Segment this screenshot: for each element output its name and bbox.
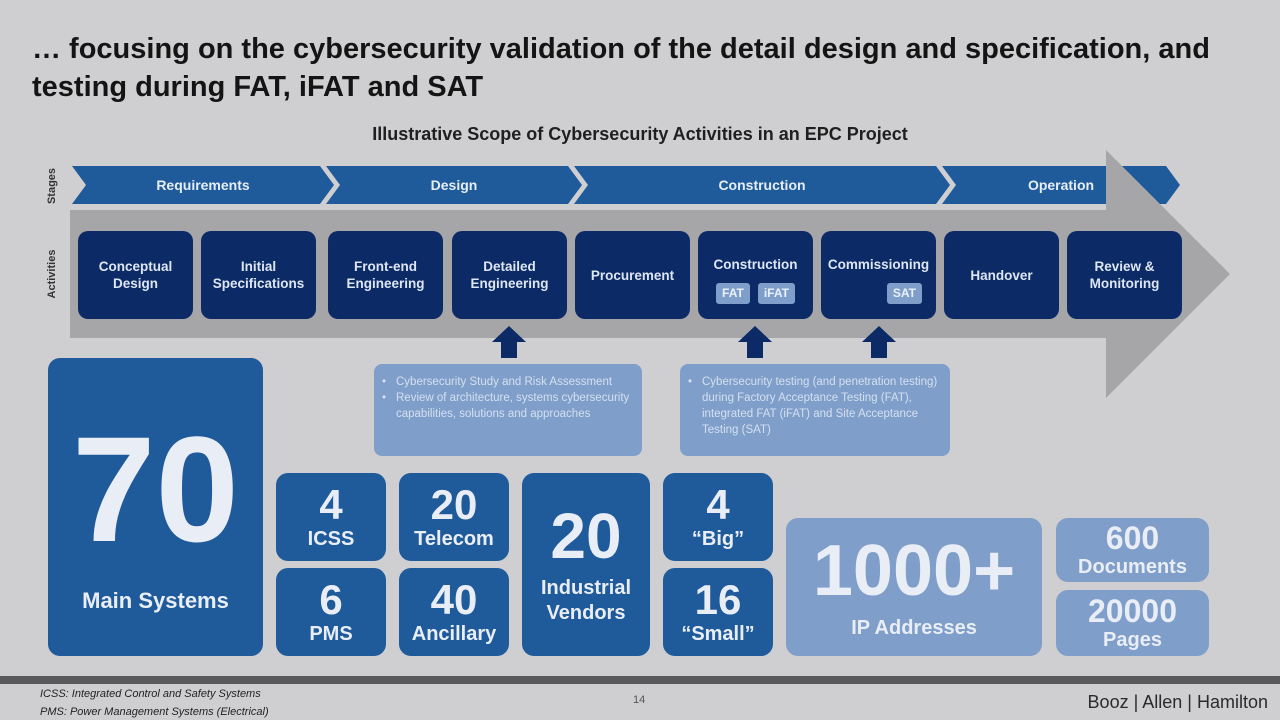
stat-value: 20	[430, 480, 478, 528]
stat-label: Telecom	[414, 527, 494, 550]
activity-label: Detailed Engineering	[470, 259, 549, 291]
activity-handover: Handover	[944, 231, 1059, 319]
ifat-pill: iFAT	[757, 283, 795, 304]
page-number: 14	[633, 694, 646, 706]
stat-label: Documents	[1078, 555, 1187, 578]
up-arrow-icon	[738, 326, 772, 358]
stat-value: 16	[694, 575, 742, 623]
activity-procurement: Procurement	[575, 231, 690, 319]
stage-construction: Construction	[574, 166, 950, 204]
stage-design: Design	[326, 166, 582, 204]
stat-pages: 20000 Pages	[1056, 590, 1209, 656]
activity-front-end-engineering: Front-end Engineering	[328, 231, 443, 319]
stat-industrial-vendors: 20 Industrial Vendors	[522, 473, 650, 656]
footnote-pms: PMS: Power Management Systems (Electrica…	[40, 706, 269, 718]
stat-value: 70	[72, 405, 239, 573]
testing-scope-note: Cybersecurity testing (and penetration t…	[680, 364, 950, 456]
activity-label: Construction	[713, 257, 798, 272]
sat-pill: SAT	[886, 283, 922, 304]
activity-label: Handover	[970, 267, 1033, 283]
stat-value: 4	[706, 480, 730, 528]
stat-label: “Small”	[681, 622, 755, 645]
activity-construction: Construction FAT iFAT	[698, 231, 813, 319]
stat-icss: 4 ICSS	[276, 473, 386, 561]
stat-main-systems: 70 Main Systems	[48, 358, 263, 656]
activity-conceptual-design: Conceptual Design	[78, 231, 193, 319]
stat-label: Ancillary	[411, 622, 497, 645]
activity-label: Procurement	[590, 267, 675, 283]
stat-label: IP Addresses	[851, 616, 977, 639]
stat-value: 600	[1105, 519, 1160, 556]
stat-label: Pages	[1103, 628, 1162, 651]
stat-label: “Big”	[691, 527, 745, 550]
note-item: Review of architecture, systems cybersec…	[382, 390, 630, 422]
activity-label: Front-end Engineering	[346, 259, 425, 291]
stage-requirements: Requirements	[72, 166, 334, 204]
company-logo: Booz | Allen | Hamilton	[1087, 692, 1268, 712]
stat-value: 20	[550, 499, 622, 572]
stat-label: Main Systems	[82, 588, 229, 613]
up-arrow-icon	[492, 326, 526, 358]
footer-divider	[0, 676, 1280, 684]
activity-label: Review & Monitoring	[1089, 259, 1160, 291]
stat-value: 20000	[1088, 592, 1177, 629]
stat-label: Industrial Vendors	[540, 576, 631, 624]
stat-value: 4	[319, 480, 343, 528]
stage-label: Requirements	[156, 177, 250, 193]
note-item: Cybersecurity Study and Risk Assessment	[382, 374, 630, 390]
stage-label: Operation	[1027, 177, 1095, 193]
stage-label: Design	[430, 177, 478, 193]
stat-value: 40	[430, 575, 478, 623]
diagram-subtitle: Illustrative Scope of Cybersecurity Acti…	[372, 124, 908, 144]
activity-review-monitoring: Review & Monitoring	[1067, 231, 1182, 319]
stage-label: Construction	[718, 177, 806, 193]
stat-pms: 6 PMS	[276, 568, 386, 656]
stat-value: 1000+	[812, 530, 1016, 611]
stat-label: ICSS	[307, 527, 355, 550]
stat-ancillary: 40 Ancillary	[399, 568, 509, 656]
stat-ip-addresses: 1000+ IP Addresses	[786, 518, 1042, 656]
activity-label: Initial Specifications	[212, 259, 305, 291]
activity-initial-specifications: Initial Specifications	[201, 231, 316, 319]
stat-value: 6	[319, 575, 343, 623]
stat-label: PMS	[309, 622, 353, 645]
footnote-icss: ICSS: Integrated Control and Safety Syst…	[40, 688, 261, 700]
activity-detailed-engineering: Detailed Engineering	[452, 231, 567, 319]
design-scope-note: Cybersecurity Study and Risk Assessment …	[374, 364, 642, 456]
activity-label: Commissioning	[827, 257, 930, 272]
stat-small-vendors: 16 “Small”	[663, 568, 773, 656]
stat-telecom: 20 Telecom	[399, 473, 509, 561]
activity-commissioning: Commissioning SAT	[821, 231, 936, 319]
up-arrow-icon	[862, 326, 896, 358]
slide-title: … focusing on the cybersecurity validati…	[32, 33, 1210, 103]
note-item: Cybersecurity testing (and penetration t…	[688, 374, 938, 438]
activity-label: Conceptual Design	[98, 259, 173, 291]
stat-documents: 600 Documents	[1056, 518, 1209, 582]
stat-big-vendors: 4 “Big”	[663, 473, 773, 561]
activities-side-label: Activities	[46, 249, 58, 299]
stages-side-label: Stages	[46, 167, 58, 205]
fat-pill: FAT	[716, 283, 750, 304]
